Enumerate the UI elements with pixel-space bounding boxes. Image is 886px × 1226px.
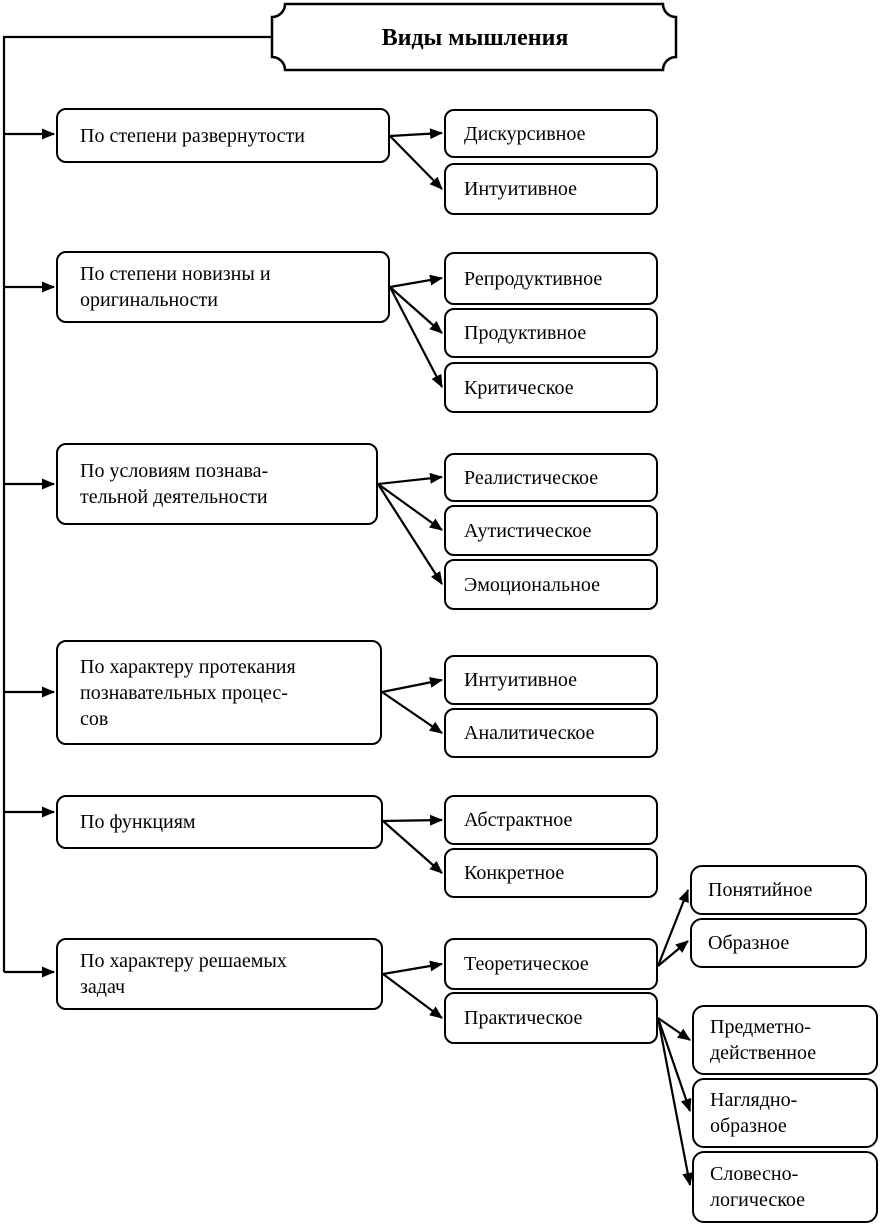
box-text-line: Интуитивное	[464, 178, 578, 200]
fan-arrow	[381, 676, 443, 694]
box-text-line: По характеру протекания	[80, 655, 296, 678]
title-plaque-shape	[270, 2, 678, 72]
type-box-realistic: Реалистическое	[444, 453, 658, 502]
category-box-degree-of-unfolding: По степени развернутости	[56, 108, 390, 163]
subtype-box-visual-figurative: Наглядно- образное	[692, 1078, 878, 1148]
type-box-critical: Критическое	[444, 362, 658, 413]
box-text-line: сов	[80, 707, 109, 730]
subtype-arrow	[656, 889, 690, 967]
box-text-line: Наглядно-	[710, 1089, 798, 1111]
box-text-line: Аутистическое	[464, 519, 592, 542]
box-text-line: Дискурсивное	[464, 122, 586, 145]
type-box-autistic: Аутистическое	[444, 505, 658, 556]
subtype-box-figurative: Образное	[690, 918, 867, 968]
type-box-intuitive-1: Интуитивное	[444, 163, 658, 215]
diagram-title: Виды мышления	[381, 24, 569, 51]
box-text-line: действенное	[710, 1042, 817, 1064]
fan-arrow	[382, 820, 443, 874]
category-box-functions: По функциям	[56, 795, 383, 849]
box-text-line: По характеру решаемых	[80, 950, 287, 972]
subtype-arrow	[657, 1017, 691, 1041]
subtype-box-verbal-logical: Словесно- логическое	[692, 1151, 878, 1223]
type-box-analytical: Аналитическое	[444, 708, 658, 758]
fan-arrow	[377, 472, 443, 486]
subtype-arrow	[656, 1017, 694, 1186]
subtype-arrow	[656, 1017, 692, 1112]
fan-arrow	[377, 483, 443, 585]
box-text-line: Образное	[708, 932, 790, 954]
type-box-productive: Продуктивное	[444, 308, 658, 358]
type-box-abstract: Абстрактное	[444, 795, 658, 845]
box-text-line: Репродуктивное	[464, 267, 603, 290]
fan-arrow	[389, 128, 443, 140]
box-text-line: логическое	[710, 1189, 806, 1211]
box-text-line: Конкретное	[464, 862, 565, 884]
fan-arrow	[389, 286, 443, 334]
box-text-line: Понятийное	[708, 879, 813, 901]
box-text-line: Словесно-	[710, 1163, 799, 1185]
type-box-discursive: Дискурсивное	[444, 109, 658, 158]
box-text-line: Практическое	[464, 1007, 583, 1029]
box-text-line: тельной деятельности	[80, 486, 268, 508]
fan-arrow	[381, 691, 443, 734]
box-text-line: По степени развернутости	[80, 124, 305, 147]
box-text-line: По условиям познава-	[80, 460, 269, 482]
fan-arrow	[389, 274, 443, 289]
type-box-intuitive-2: Интуитивное	[444, 655, 658, 705]
fan-arrow	[389, 286, 443, 388]
subtype-box-conceptual: Понятийное	[690, 865, 867, 915]
type-box-theoretical: Теоретическое	[444, 938, 658, 990]
box-text-line: По степени новизны и	[80, 263, 271, 285]
subtype-arrow	[657, 940, 689, 967]
box-text-line: По функциям	[80, 811, 196, 833]
fan-arrow	[382, 973, 443, 1019]
category-box-task-character: По характеру решаемых задач	[56, 938, 383, 1010]
fan-arrow	[377, 483, 443, 531]
fan-arrow	[382, 814, 443, 826]
box-text-line: Эмоциональное	[464, 573, 600, 596]
box-text-line: образное	[710, 1115, 787, 1137]
category-box-process-character: По характеру протекания познавательных п…	[56, 640, 382, 745]
box-text-line: Критическое	[464, 376, 574, 399]
type-box-reproductive: Репродуктивное	[444, 252, 658, 305]
box-text-line: Продуктивное	[464, 322, 587, 344]
box-text-line: Предметно-	[710, 1016, 811, 1038]
type-box-concrete: Конкретное	[444, 848, 658, 898]
fan-arrow	[382, 960, 443, 976]
box-text-line: Абстрактное	[464, 809, 573, 831]
fan-arrow	[389, 135, 443, 190]
type-box-practical: Практическое	[444, 992, 658, 1044]
category-box-cognitive-conditions: По условиям познава- тельной деятельност…	[56, 443, 378, 525]
box-text-line: Реалистическое	[464, 466, 599, 489]
category-box-novelty-originality: По степени новизны и оригинальности	[56, 251, 390, 323]
subtype-box-object-action: Предметно- действенное	[692, 1005, 878, 1075]
box-text-line: Аналитическое	[464, 722, 595, 744]
box-text-line: оригинальности	[80, 289, 218, 311]
box-text-line: познавательных процес-	[80, 681, 288, 704]
box-text-line: задач	[80, 976, 126, 998]
box-text-line: Теоретическое	[464, 953, 589, 975]
type-box-emotional: Эмоциональное	[444, 559, 658, 610]
box-text-line: Интуитивное	[464, 669, 578, 691]
